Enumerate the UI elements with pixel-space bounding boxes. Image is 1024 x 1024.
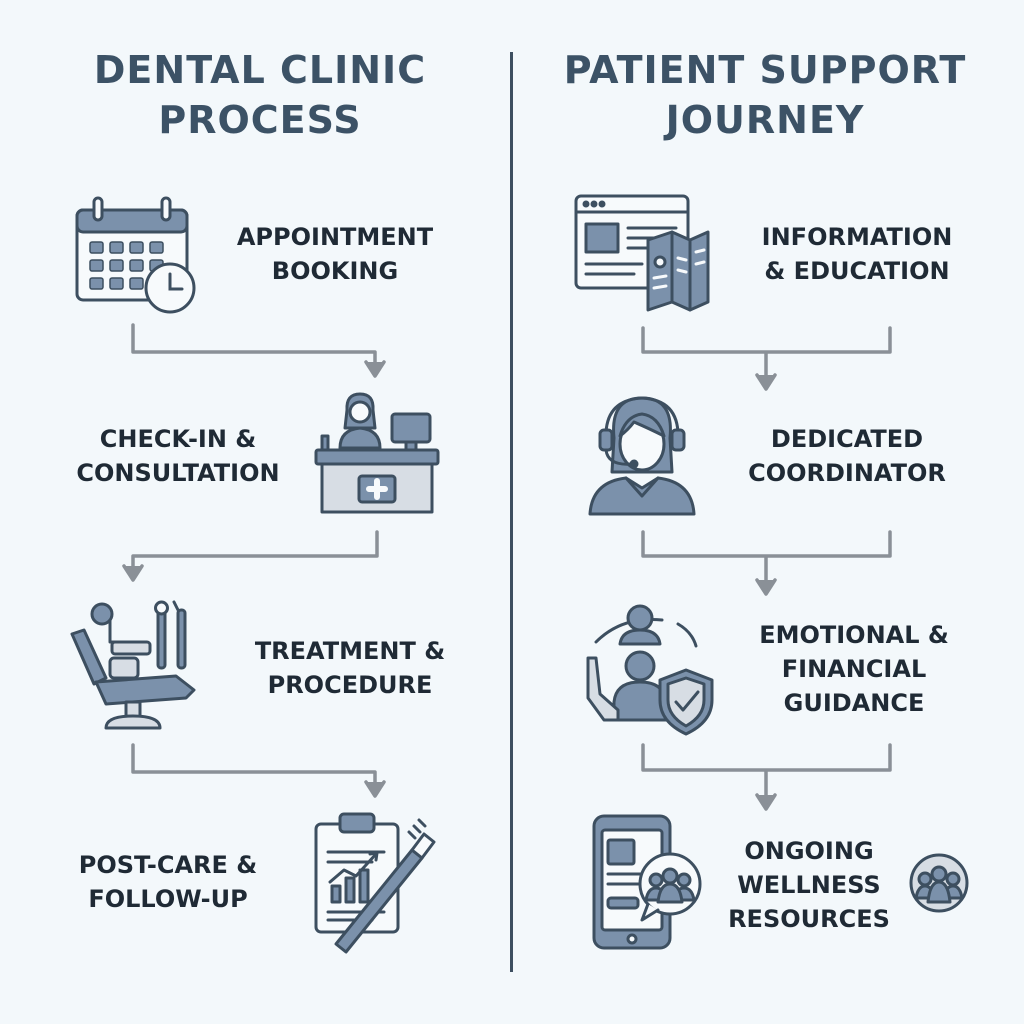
label-line: EMOTIONAL & <box>759 621 949 649</box>
step-emotional-financial-guidance: EMOTIONAL & FINANCIAL GUIDANCE <box>718 618 990 720</box>
label-line: & EDUCATION <box>764 257 950 285</box>
reception-desk-icon <box>314 392 440 514</box>
label-line: RESOURCES <box>728 905 890 933</box>
label-line: CONSULTATION <box>76 459 280 487</box>
label-line: FOLLOW-UP <box>88 885 248 913</box>
step-checkin-consultation: CHECK-IN & CONSULTATION <box>48 422 308 490</box>
clipboard-toothbrush-icon <box>314 812 436 954</box>
community-circle-icon <box>909 853 969 913</box>
label-line: INFORMATION <box>761 223 953 251</box>
left-title-line-2: PROCESS <box>158 98 362 142</box>
label-line: FINANCIAL <box>781 655 927 683</box>
column-divider <box>510 52 513 972</box>
headset-coordinator-icon <box>588 396 696 516</box>
label-line: CHECK-IN & <box>99 425 257 453</box>
step-ongoing-wellness-resources: ONGOING WELLNESS RESOURCES <box>704 834 914 936</box>
label-line: GUIDANCE <box>783 689 925 717</box>
label-line: BOOKING <box>271 257 399 285</box>
label-line: POST-CARE & <box>78 851 258 879</box>
support-shield-icon <box>586 604 714 736</box>
step-dedicated-coordinator: DEDICATED COORDINATOR <box>712 422 982 490</box>
right-title-line-1: PATIENT SUPPORT <box>563 48 967 92</box>
step-treatment-procedure: TREATMENT & PROCEDURE <box>222 634 478 702</box>
right-connector-3 <box>641 743 892 800</box>
step-appointment-booking: APPOINTMENT BOOKING <box>210 220 460 288</box>
dental-chair-icon <box>70 600 196 730</box>
label-line: COORDINATOR <box>748 459 946 487</box>
label-line: DEDICATED <box>770 425 924 453</box>
mobile-community-icon <box>592 814 702 950</box>
right-connector-1 <box>641 326 892 382</box>
step-postcare-followup: POST-CARE & FOLLOW-UP <box>48 848 288 916</box>
step-information-education: INFORMATION & EDUCATION <box>722 220 992 288</box>
label-line: PROCEDURE <box>267 671 433 699</box>
left-title-line-1: DENTAL CLINIC <box>93 48 427 92</box>
left-connector-1 <box>131 323 377 370</box>
right-column-title: PATIENT SUPPORT JOURNEY <box>530 45 1000 145</box>
label-line: ONGOING <box>744 837 874 865</box>
calendar-clock-icon <box>75 196 196 314</box>
right-title-line-2: JOURNEY <box>665 98 865 142</box>
right-connector-2 <box>641 530 892 586</box>
left-connector-2 <box>131 530 379 574</box>
left-column-title: DENTAL CLINIC PROCESS <box>40 45 480 145</box>
label-line: WELLNESS <box>737 871 881 899</box>
webpage-brochure-icon <box>574 194 710 312</box>
label-line: TREATMENT & <box>254 637 446 665</box>
left-connector-3 <box>131 743 377 790</box>
label-line: APPOINTMENT <box>236 223 434 251</box>
